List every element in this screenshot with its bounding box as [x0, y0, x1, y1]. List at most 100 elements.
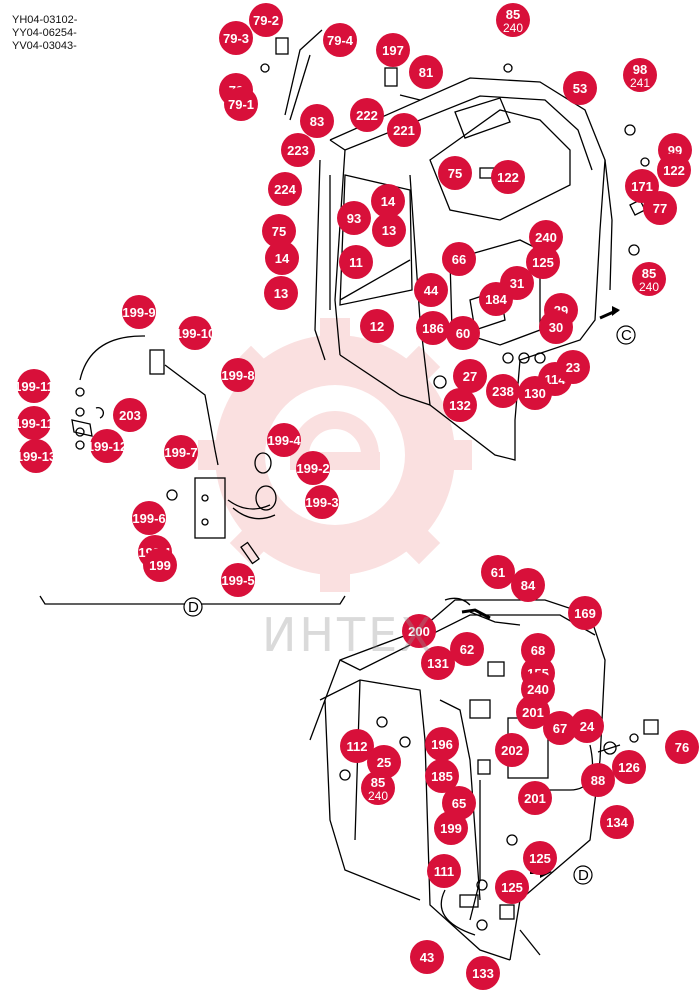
callout-circle	[568, 596, 602, 630]
callout-circle	[495, 870, 529, 904]
callout-b76: 76	[665, 730, 699, 764]
callout-label: 240	[535, 230, 557, 245]
callout-label: 62	[460, 642, 474, 657]
callout-b185: 185	[425, 759, 459, 793]
callout-d199-6: 199-6	[132, 501, 166, 535]
callout-circle	[372, 213, 406, 247]
callout-label: 12	[370, 319, 384, 334]
callout-circle	[442, 242, 476, 276]
callout-c130: 130	[518, 376, 552, 410]
callout-b125a: 125	[523, 841, 557, 875]
callout-circle	[491, 160, 525, 194]
callout-circle	[496, 3, 530, 37]
model-code-2: YY04-06254-	[12, 27, 77, 39]
callout-label: 31	[510, 276, 524, 291]
model-code-3: YV04-03043-	[12, 40, 77, 52]
callout-d199-11a: 199-11	[14, 369, 54, 403]
callout-circle	[516, 695, 550, 729]
callout-c27: 27	[453, 359, 487, 393]
callout-c30: 30	[539, 310, 573, 344]
callout-label: 238	[492, 384, 514, 399]
callout-label: 199-4	[267, 433, 301, 448]
callout-c60: 60	[446, 316, 480, 350]
callout-circle	[360, 309, 394, 343]
callout-c79-3: 79-3	[219, 21, 253, 55]
callout-c75b: 75	[262, 214, 296, 248]
view-ref-c: C	[616, 325, 636, 345]
callout-b202: 202	[495, 733, 529, 767]
callout-b43: 43	[410, 940, 444, 974]
callout-d199-11b: 199-11	[14, 406, 54, 440]
callout-label: 125	[532, 255, 554, 270]
callout-circle	[600, 805, 634, 839]
callout-circle	[376, 33, 410, 67]
callout-d199-7: 199-7	[164, 435, 198, 469]
callout-b111: 111	[427, 854, 461, 888]
view-ref-d-bracket: D	[183, 597, 203, 617]
callout-label: 79-4	[327, 33, 354, 48]
callout-circle	[178, 316, 212, 350]
callout-sublabel: 240	[639, 280, 659, 294]
callout-d199-8: 199-8	[221, 358, 255, 392]
callout-c238: 238	[486, 374, 520, 408]
callout-label: 199-12	[87, 439, 127, 454]
callout-c77: 77	[643, 191, 677, 225]
callout-circle	[337, 201, 371, 235]
callout-circle	[425, 759, 459, 793]
callout-circle	[443, 388, 477, 422]
callout-c122b: 122	[657, 153, 691, 187]
callout-circle	[296, 451, 330, 485]
callout-label: 79-2	[253, 13, 279, 28]
callout-circle	[556, 350, 590, 384]
callout-label: 111	[434, 864, 454, 879]
view-ref-d-bracket-letter: D	[188, 599, 199, 616]
callout-circle	[224, 87, 258, 121]
callout-d199-13: 199-13	[16, 439, 56, 473]
callout-c125a: 125	[526, 245, 560, 279]
callout-label: 83	[310, 114, 324, 129]
callout-c122: 122	[491, 160, 525, 194]
callout-label: 131	[427, 656, 449, 671]
callout-circle	[421, 646, 455, 680]
callout-circle	[143, 548, 177, 582]
callout-b88: 88	[581, 763, 615, 797]
callout-label: 68	[531, 643, 545, 658]
callout-label: 125	[501, 880, 523, 895]
callout-circle	[665, 730, 699, 764]
callout-circle	[249, 3, 283, 37]
callout-d199-10: 199-10	[175, 316, 215, 350]
callout-c23: 23	[556, 350, 590, 384]
callout-circle	[581, 763, 615, 797]
callout-b24: 24	[570, 709, 604, 743]
callout-circle	[221, 563, 255, 597]
callout-label: 199-3	[305, 495, 338, 510]
callout-circle	[632, 262, 666, 296]
callout-circle	[264, 276, 298, 310]
callout-c184: 184	[479, 282, 513, 316]
callout-sublabel: 240	[368, 789, 388, 803]
callout-b112: 112	[340, 729, 374, 763]
callout-circle	[219, 21, 253, 55]
callout-circle	[410, 940, 444, 974]
callout-circle	[479, 282, 513, 316]
callout-b62: 62	[450, 632, 484, 666]
callout-c12: 12	[360, 309, 394, 343]
callout-b131: 131	[421, 646, 455, 680]
callout-circle	[453, 359, 487, 393]
callout-circle	[164, 435, 198, 469]
callout-label: 11	[349, 255, 363, 270]
callout-label: 221	[393, 123, 415, 138]
callout-circle	[486, 374, 520, 408]
callout-d199-2: 199-2	[296, 451, 330, 485]
callout-circle	[300, 104, 334, 138]
callout-circle	[518, 376, 552, 410]
callout-label: 199-11	[14, 379, 54, 394]
callout-circle	[132, 501, 166, 535]
callout-circle	[612, 750, 646, 784]
callout-label: 171	[631, 179, 653, 194]
callout-c53: 53	[563, 71, 597, 105]
callout-label: 14	[275, 251, 290, 266]
